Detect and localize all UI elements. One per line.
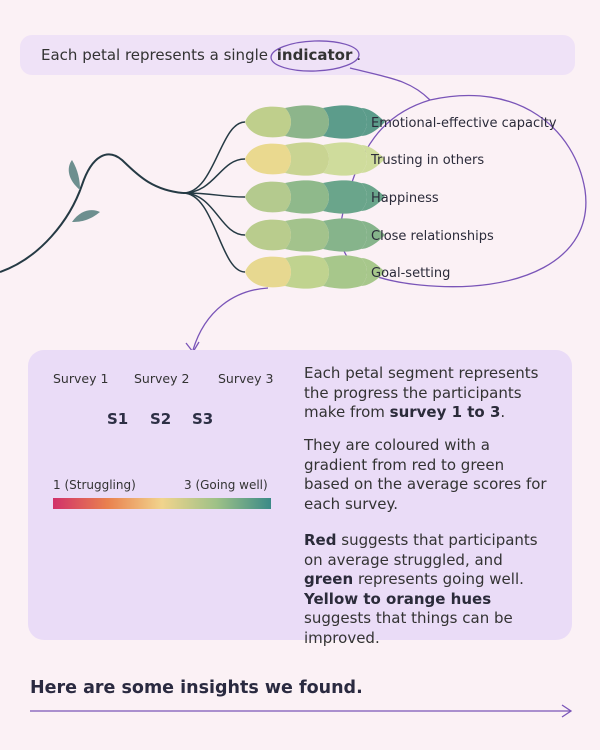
petal-1-segment-3 (323, 105, 367, 139)
stem-leaf (72, 210, 100, 222)
indicator-label-2: Trusting in others (371, 153, 485, 168)
petal-3-segment-3 (323, 180, 367, 214)
main-stem (0, 153, 184, 273)
stem-leaf (68, 160, 80, 190)
petal-2-segment-3 (323, 142, 367, 176)
intro-text: Each petal represents a single indicator… (41, 46, 361, 64)
stem (0, 153, 184, 273)
p1-bold: survey 1 to 3 (389, 403, 501, 421)
p3-text-2: represents going well. (357, 570, 524, 588)
legend-panel (28, 350, 572, 640)
petal-stem-2 (182, 158, 246, 194)
p3-red: Red (304, 531, 337, 549)
down-arrow (192, 287, 269, 351)
p3-text-1: suggests that participants on average st… (304, 531, 538, 569)
petal-3-segment-1 (245, 181, 291, 213)
indicator-label-3: Happiness (371, 191, 439, 206)
insights-heading: Here are some insights we found. (30, 678, 363, 698)
intro-highlight-band (20, 35, 575, 75)
score-gradient-bar (53, 498, 271, 509)
indicator-label-1: Emotional-effective capacity (371, 116, 557, 131)
scale-label-low: 1 (Struggling) (53, 478, 136, 492)
petal-1-tip (361, 108, 385, 136)
petal-4-segment-1 (245, 219, 291, 251)
petal-1-segment-2 (285, 105, 329, 139)
indicator-circle (270, 40, 360, 72)
petal-stem-1 (182, 121, 246, 194)
p3-green: green (304, 570, 354, 588)
intro-highlight-word: indicator (276, 46, 353, 64)
p1-text: Each petal segment represents the progre… (304, 364, 539, 421)
petal-5-segment-1 (245, 256, 291, 288)
petal-5-segment-3 (323, 255, 367, 289)
petal-stem-5 (182, 192, 246, 273)
indicator-label-4: Close relationships (371, 229, 494, 244)
petal-3-segment-2 (285, 180, 329, 214)
petal-5-segment-2 (285, 255, 329, 289)
petal-5-tip (361, 258, 385, 286)
p1-end: . (500, 403, 506, 421)
petal-3-tip (361, 183, 385, 211)
survey-label-3: Survey 3 (218, 371, 274, 386)
petal-stem-4 (182, 192, 246, 236)
petal-1-segment-1 (245, 106, 291, 138)
p3-yellow-orange: Yellow to orange hues (304, 589, 492, 608)
petal-2-tip (361, 145, 385, 173)
petal-2-segment-2 (285, 142, 329, 176)
p3-text-3: suggests that things can be improved. (304, 609, 513, 647)
petal-4-tip (361, 221, 385, 249)
segment-label-s3: S3 (192, 410, 214, 428)
intro-text-before: Each petal represents a single (41, 46, 268, 64)
segment-label-s1: S1 (107, 410, 129, 428)
indicator-label-5: Goal-setting (371, 266, 451, 281)
petal-4-segment-3 (323, 218, 367, 252)
segment-label-s2: S2 (150, 410, 172, 428)
description-paragraph-3: Red suggests that participants on averag… (304, 531, 554, 648)
petal-4-segment-2 (285, 218, 329, 252)
petals (182, 105, 385, 289)
petal-2-segment-1 (245, 143, 291, 175)
survey-label-2: Survey 2 (134, 371, 190, 386)
description-paragraph-2: They are coloured with a gradient from r… (304, 436, 547, 513)
survey-label-1: Survey 1 (53, 371, 109, 386)
scale-label-high: 3 (Going well) (184, 478, 268, 492)
description-paragraph-1: Each petal segment represents the progre… (304, 364, 554, 423)
